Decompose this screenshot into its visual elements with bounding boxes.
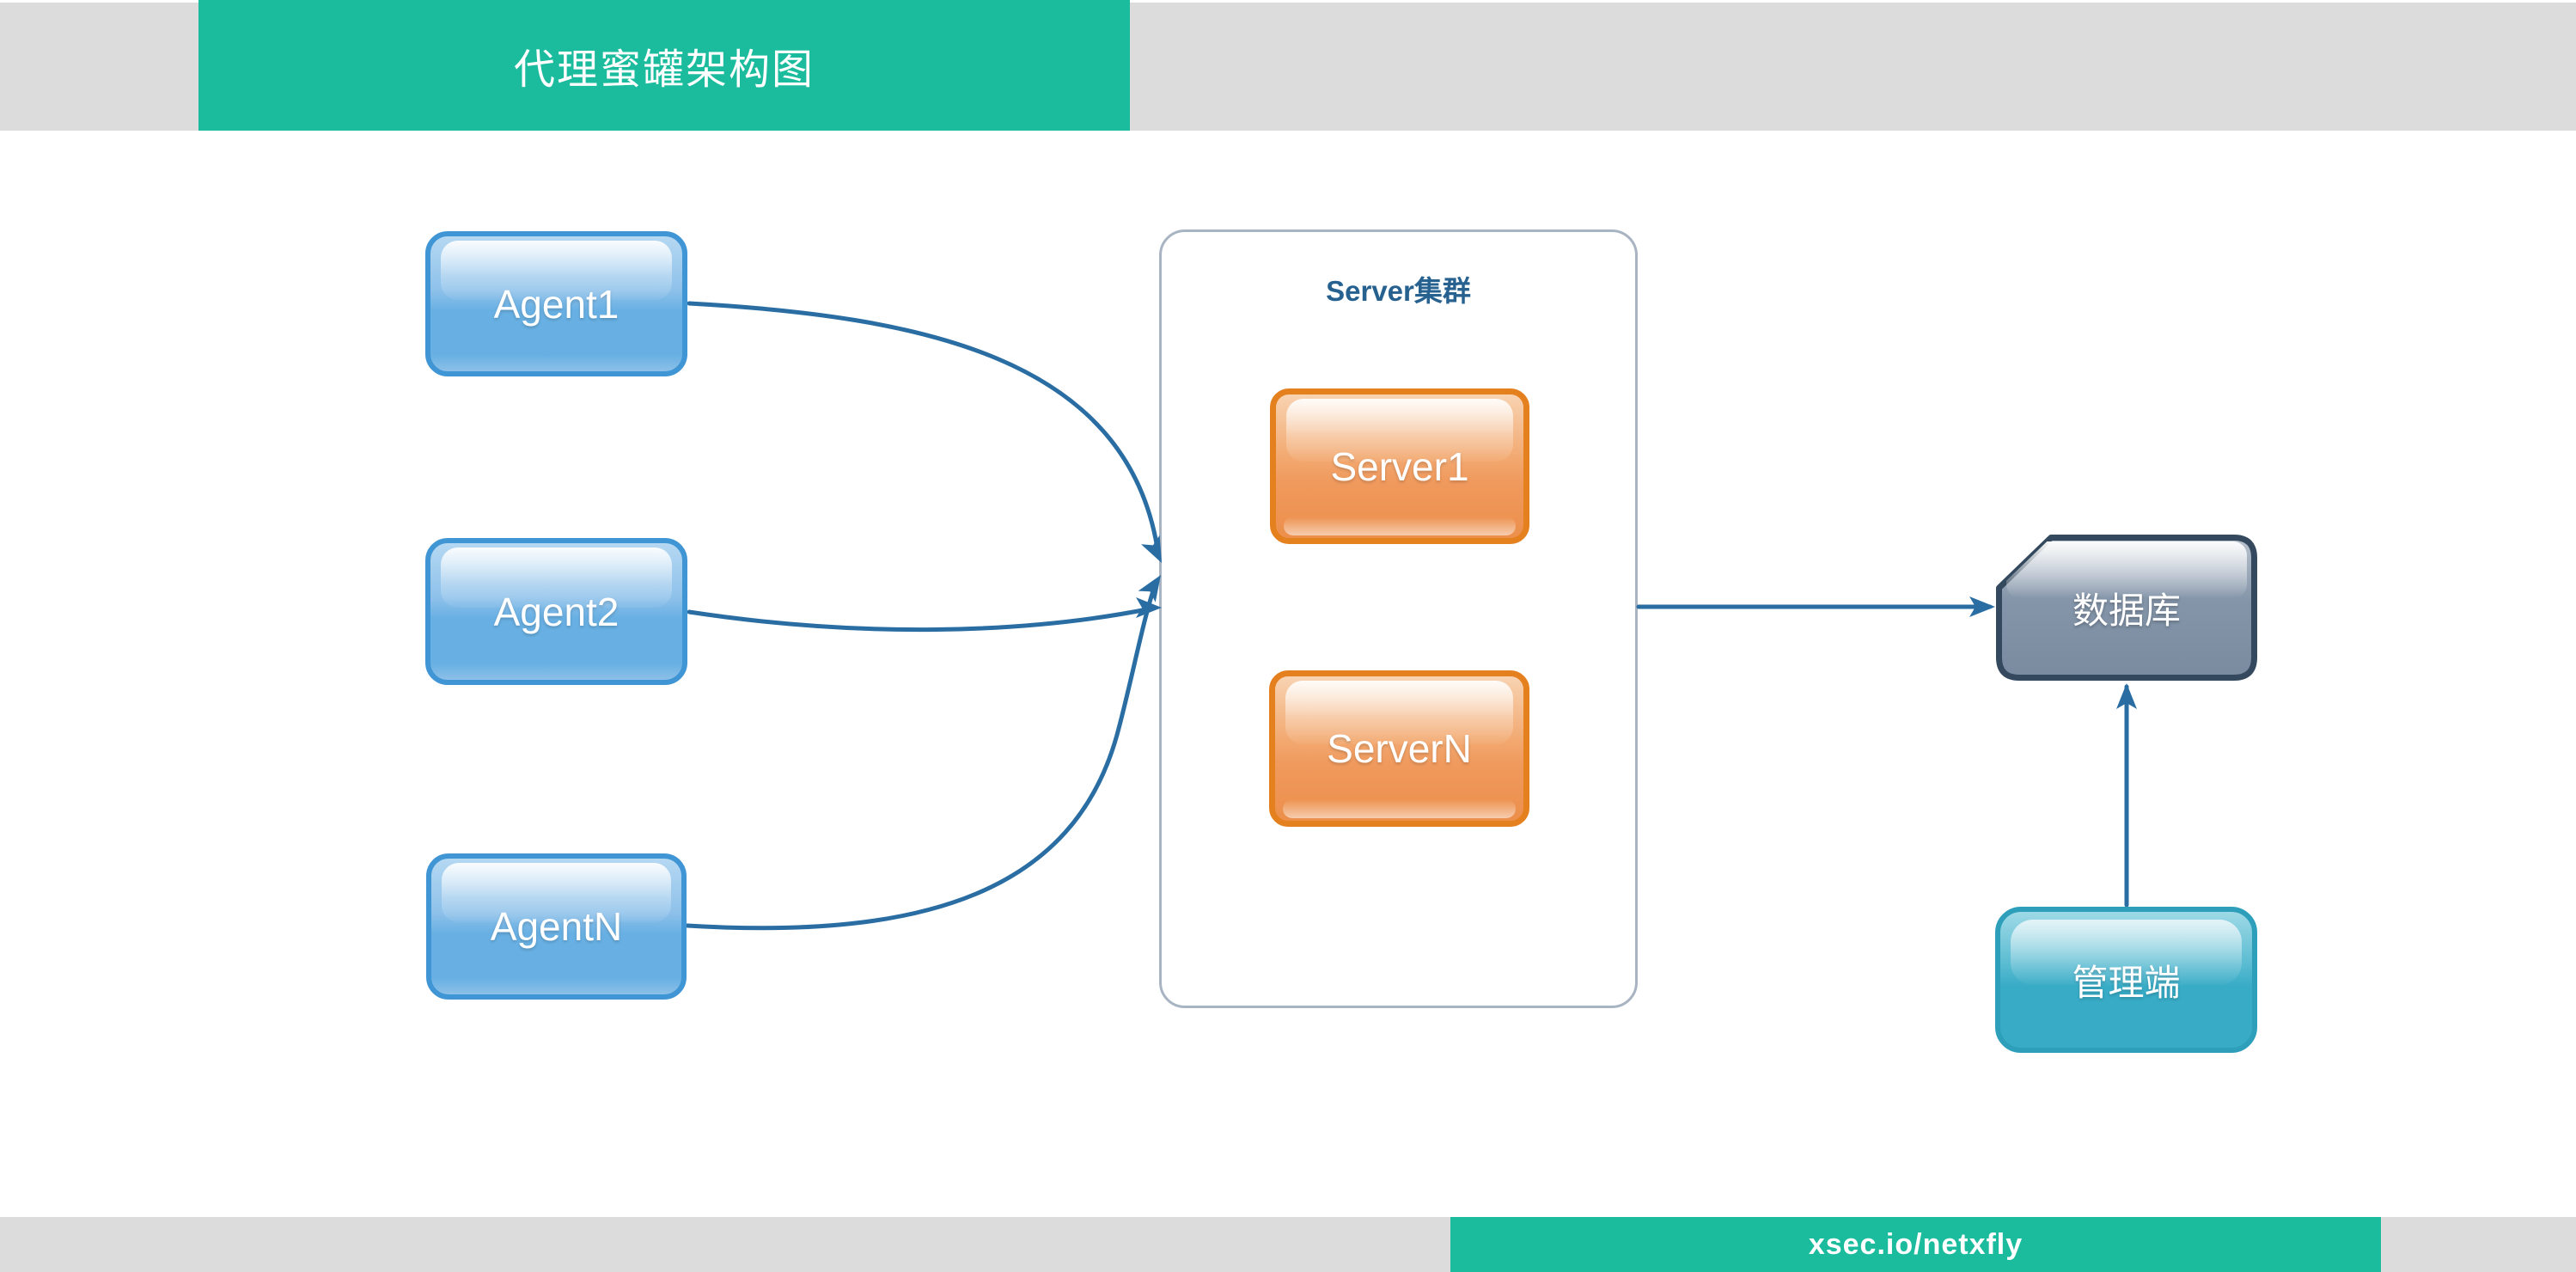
node-admin-label: 管理端 bbox=[2072, 962, 2181, 1003]
edge-agent2-cluster bbox=[687, 606, 1154, 633]
page-title: 代理蜜罐架构图 bbox=[513, 47, 815, 93]
node-servern: ServerN bbox=[1269, 670, 1529, 827]
node-server1-label: Server1 bbox=[1330, 443, 1469, 489]
arrowhead-icon bbox=[2116, 683, 2137, 709]
footer-banner: xsec.io/netxfly bbox=[1450, 1217, 2381, 1272]
arrowhead-icon bbox=[1138, 575, 1161, 602]
node-agentn-label: AgentN bbox=[490, 904, 623, 949]
arrowhead-icon bbox=[1136, 597, 1162, 618]
bottom-gloss-highlight bbox=[1283, 516, 1517, 535]
node-agent1-label: Agent1 bbox=[493, 281, 620, 327]
edge-agentn-cluster bbox=[685, 578, 1159, 931]
server-cluster-container: Server集群 bbox=[1159, 229, 1638, 1008]
arrowhead-icon bbox=[1141, 535, 1162, 563]
node-agentn: AgentN bbox=[426, 853, 687, 1000]
node-agent2-label: Agent2 bbox=[493, 589, 620, 634]
node-server1: Server1 bbox=[1270, 388, 1529, 544]
header-banner: 代理蜜罐架构图 bbox=[198, 0, 1130, 131]
gloss-highlight bbox=[2006, 541, 2247, 598]
node-agent2: Agent2 bbox=[425, 538, 687, 685]
arrowhead-icon bbox=[1969, 596, 1995, 617]
edge-agent1-cluster bbox=[687, 301, 1160, 551]
footer-url: xsec.io/netxfly bbox=[1808, 1227, 2024, 1261]
server-cluster-label: Server集群 bbox=[1326, 275, 1471, 307]
node-servern-label: ServerN bbox=[1327, 726, 1472, 771]
node-agent1: Agent1 bbox=[425, 231, 687, 376]
node-database bbox=[1996, 535, 2257, 681]
node-database-label: 数据库 bbox=[2072, 590, 2181, 631]
bottom-gloss-highlight bbox=[1282, 798, 1517, 818]
node-admin: 管理端 bbox=[1995, 907, 2257, 1053]
